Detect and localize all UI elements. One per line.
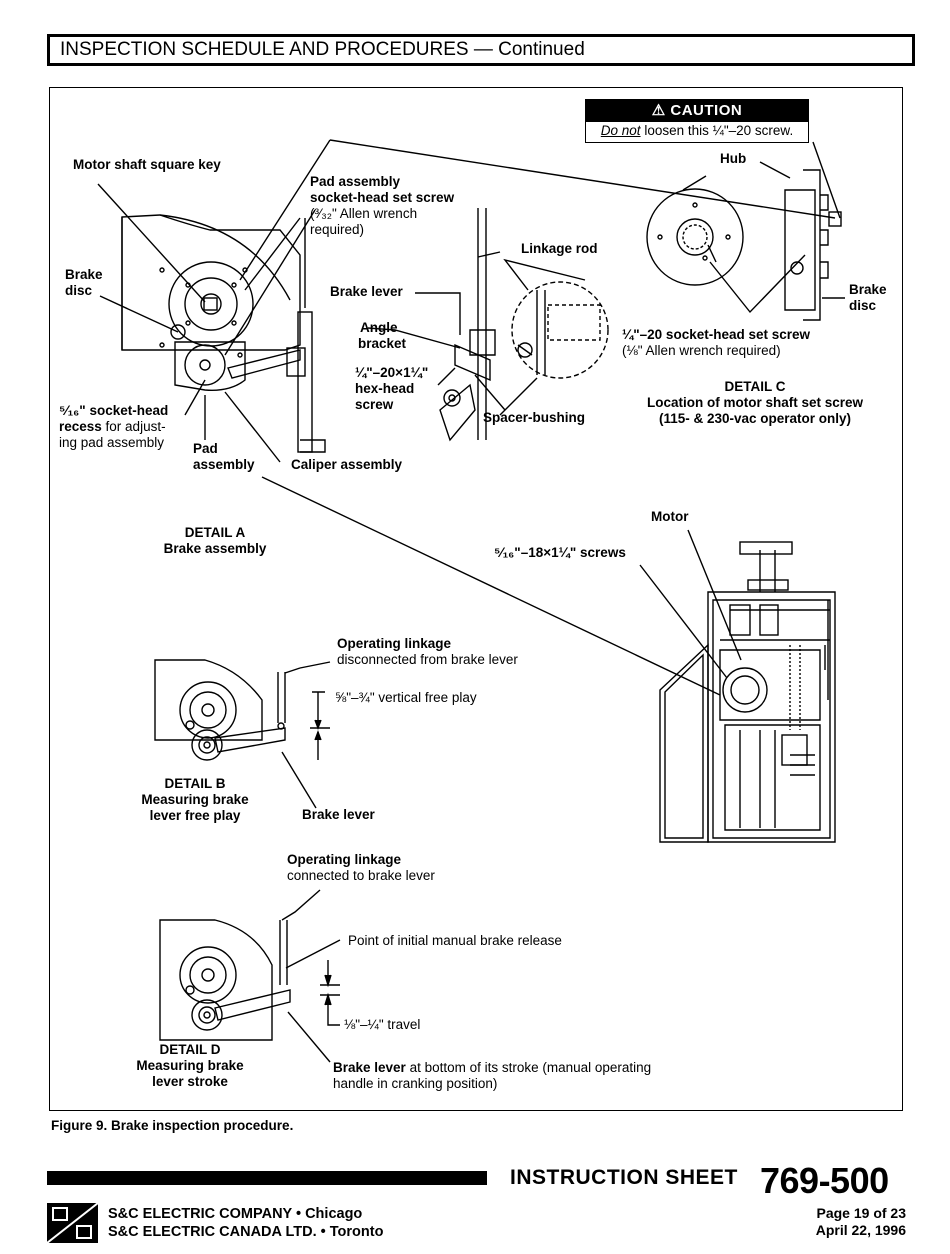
detail-c-subtitle-1: Location of motor shaft set screw xyxy=(646,395,864,410)
document-type: INSTRUCTION SHEET xyxy=(510,1166,738,1189)
label-motor-shaft-key: Motor shaft square key xyxy=(73,157,221,172)
label-linkage-rod: Linkage rod xyxy=(521,241,598,256)
label-hub: Hub xyxy=(720,151,747,166)
label-caliper-assembly: Caliper assembly xyxy=(291,457,403,472)
label-pad-assembly-1: Pad xyxy=(193,441,218,456)
label-c-set-screw-1: ¼"–20 socket-head set screw xyxy=(622,327,811,342)
footer-rule xyxy=(47,1171,487,1185)
label-b-linkage-2: disconnected from brake lever xyxy=(337,652,518,667)
label-pad-assembly-2: assembly xyxy=(193,457,255,472)
label-stroke-1: Brake lever at bottom of its stroke (man… xyxy=(333,1060,652,1075)
label-pad-set-screw-1: Pad assembly xyxy=(310,174,401,189)
page-section-header: INSPECTION SCHEDULE AND PROCEDURES — Con… xyxy=(47,34,915,66)
detail-c-title: DETAIL C xyxy=(724,379,786,394)
label-c-set-screw-2: (⅛" Allen wrench required) xyxy=(622,343,781,358)
label-hex-screw-1: ¼"–20×1¼" xyxy=(355,365,429,380)
caution-notice: ⚠ CAUTION Do not loosen this ¼"–20 screw… xyxy=(585,99,809,143)
warning-icon: ⚠ xyxy=(651,102,666,119)
label-angle-bracket-1: Angle xyxy=(360,320,398,335)
label-socket-recess-2: recess for adjust- xyxy=(59,419,166,434)
label-b-brake-lever: Brake lever xyxy=(302,807,375,822)
label-angle-bracket-2: bracket xyxy=(358,336,407,351)
figure-frame xyxy=(49,87,903,1111)
detail-d-title: DETAIL D xyxy=(159,1042,221,1057)
detail-a-title: DETAIL A xyxy=(184,525,246,540)
detail-d-subtitle-1: Measuring brake xyxy=(136,1058,244,1073)
label-screws: ⁵⁄₁₆"–18×1¼" screws xyxy=(494,545,626,560)
label-motor: Motor xyxy=(651,509,689,524)
label-c-brake-disc-1: Brake xyxy=(849,282,887,297)
detail-a-subtitle: Brake assembly xyxy=(163,541,267,556)
detail-c-subtitle-2: (115- & 230-vac operator only) xyxy=(658,411,852,426)
company-line-2: S&C ELECTRIC CANADA LTD. • Toronto xyxy=(108,1224,384,1240)
detail-b-subtitle-2: lever free play xyxy=(149,808,241,823)
label-c-brake-disc-2: disc xyxy=(849,298,877,313)
document-number: 769-500 xyxy=(760,1160,889,1201)
label-brake-disc-1: Brake xyxy=(65,267,103,282)
label-hex-screw-3: screw xyxy=(355,397,394,412)
label-hex-screw-2: hex-head xyxy=(355,381,415,396)
label-pad-set-screw-3: (³⁄₃₂" Allen wrench xyxy=(310,206,418,221)
caution-heading: ⚠ CAUTION xyxy=(586,100,808,122)
label-socket-recess-3: ing pad assembly xyxy=(59,435,165,450)
label-spacer-bushing: Spacer-bushing xyxy=(483,410,586,425)
detail-d-subtitle-2: lever stroke xyxy=(152,1074,228,1089)
label-pad-set-screw-4: required) xyxy=(310,222,365,237)
label-brake-disc-2: disc xyxy=(65,283,93,298)
caution-text: Do not loosen this ¼"–20 screw. xyxy=(600,123,794,138)
label-pad-set-screw-2: socket-head set screw xyxy=(310,190,455,205)
label-socket-recess-1: ⁵⁄₁₆" socket-head xyxy=(59,403,169,418)
document-date: April 22, 1996 xyxy=(815,1222,906,1238)
company-line-1: S&C ELECTRIC COMPANY • Chicago xyxy=(108,1206,363,1222)
company-logo xyxy=(47,1203,98,1243)
label-free-play: ⅝"–¾" vertical free play xyxy=(335,690,477,705)
section-title: INSPECTION SCHEDULE AND PROCEDURES — Con… xyxy=(60,39,585,60)
label-stroke-2: handle in cranking position) xyxy=(333,1076,498,1091)
detail-b-title: DETAIL B xyxy=(164,776,226,791)
detail-b-subtitle-1: Measuring brake xyxy=(141,792,249,807)
label-b-linkage-1: Operating linkage xyxy=(337,636,452,651)
figure-caption: Figure 9. Brake inspection procedure. xyxy=(51,1118,294,1133)
label-travel: ⅛"–¼" travel xyxy=(344,1017,421,1032)
label-d-linkage-2: connected to brake lever xyxy=(287,868,435,883)
page-number: Page 19 of 23 xyxy=(816,1205,907,1221)
label-release-point: Point of initial manual brake release xyxy=(348,933,562,948)
label-d-linkage-1: Operating linkage xyxy=(287,852,402,867)
label-brake-lever: Brake lever xyxy=(330,284,403,299)
